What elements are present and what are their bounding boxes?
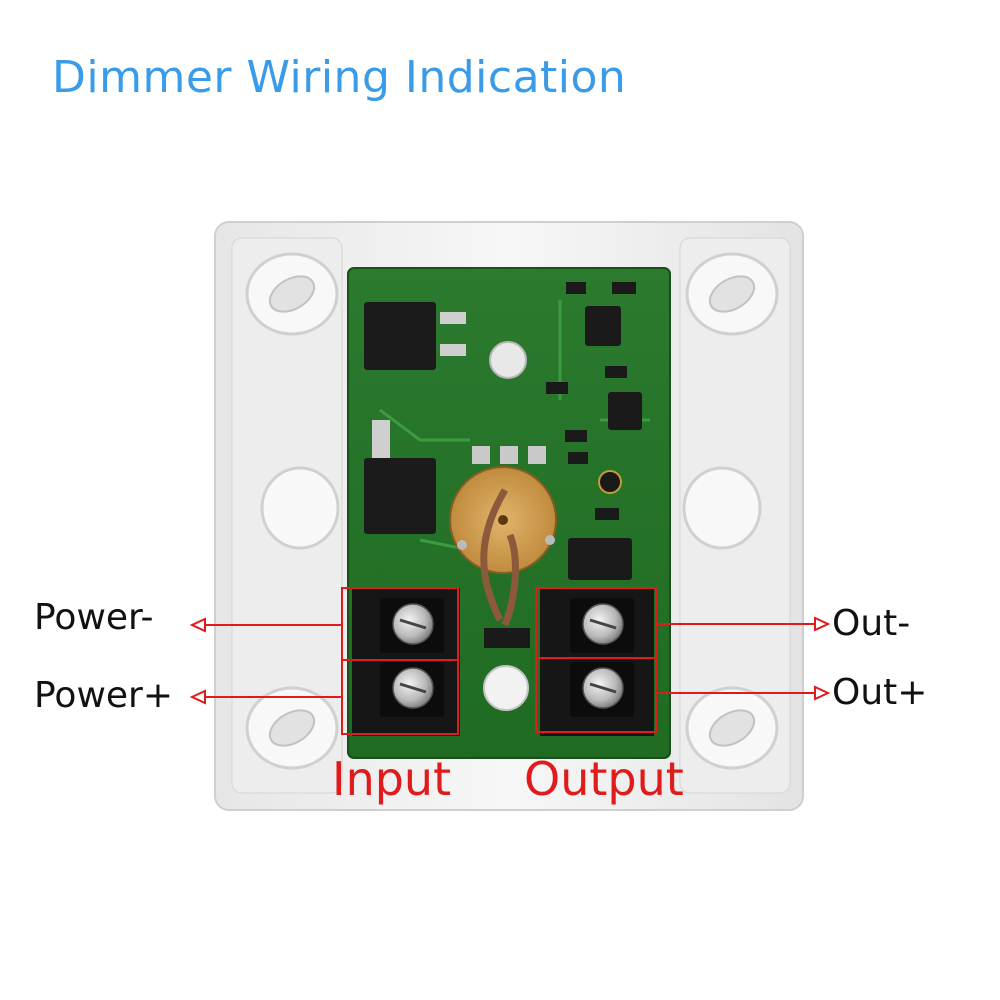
mounting-slot-top-left — [245, 252, 339, 336]
regulator-chip-top — [364, 302, 466, 370]
out-minus-arrowhead — [814, 616, 831, 632]
mounting-slot-bottom-right — [685, 686, 779, 770]
power-minus-arrowhead — [189, 617, 206, 633]
input-terminal-block — [352, 588, 460, 736]
ic-chip — [585, 306, 621, 346]
mounting-slot-mid-left — [260, 466, 340, 550]
input-label: Input — [332, 752, 452, 806]
regulator-chip-middle — [364, 420, 436, 534]
mounting-slot-bottom-left — [245, 686, 339, 770]
output-terminal-block — [540, 588, 654, 736]
diagram-title: Dimmer Wiring Indication — [52, 52, 627, 103]
power-minus-label: Power- — [34, 597, 154, 638]
out-plus-highlight — [535, 657, 657, 733]
ic-chip — [608, 392, 642, 430]
ic-chip — [568, 538, 632, 580]
potentiometer — [449, 446, 557, 574]
power-plus-label: Power+ — [34, 675, 174, 716]
mounting-slot-top-right — [685, 252, 779, 336]
out-minus-label: Out- — [832, 603, 911, 644]
output-label: Output — [524, 752, 684, 806]
out-plus-arrowhead — [814, 685, 831, 701]
power-plus-arrowhead — [189, 689, 206, 705]
out-plus-label: Out+ — [832, 672, 928, 713]
mounting-slot-mid-right — [682, 466, 762, 550]
